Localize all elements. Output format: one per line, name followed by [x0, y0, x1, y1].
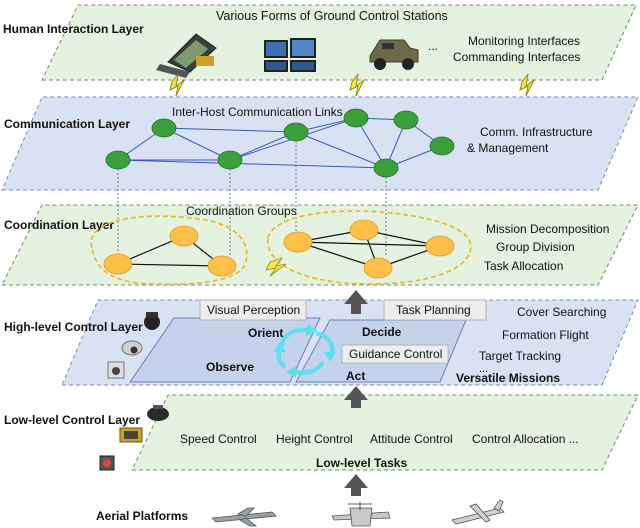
- missions-ellipsis: ...: [479, 363, 488, 375]
- comm-node: [373, 158, 399, 178]
- act-label: Act: [346, 369, 365, 383]
- task-allocation-label: Task Allocation: [484, 259, 563, 273]
- coordination-groups-label: Coordination Groups: [186, 204, 297, 218]
- formation-flight-label: Formation Flight: [502, 328, 589, 342]
- fixed-wing-uav-icon: [211, 507, 277, 527]
- coord-node: [103, 253, 133, 275]
- coord-node: [349, 219, 379, 241]
- guidance-control-label: Guidance Control: [349, 347, 442, 361]
- comm-node: [283, 122, 309, 142]
- camera-sensor-icon: [144, 312, 160, 330]
- target-tracking-label: Target Tracking: [479, 349, 561, 363]
- coord-node: [283, 231, 313, 253]
- lightning-icon: [349, 73, 365, 97]
- monitoring-interfaces-label: Monitoring Interfaces: [468, 34, 580, 48]
- dome-camera-icon: [121, 340, 143, 356]
- guidance-control-box: [341, 344, 449, 364]
- servo-motor-icon: [99, 455, 115, 471]
- decide-label: Decide: [362, 325, 402, 339]
- small-plane-uav-icon: [451, 499, 505, 525]
- ooda-left-panel: [129, 317, 321, 383]
- gimbal-camera-icon: [107, 361, 125, 379]
- human-ellipsis: ...: [428, 39, 438, 53]
- coord-node: [169, 225, 199, 247]
- lightning-icon: [519, 73, 535, 97]
- low-level-task: Attitude Control: [370, 432, 453, 446]
- military-vehicle-icon: [369, 39, 419, 70]
- low-level-tasks-label: Low-level Tasks: [316, 456, 407, 470]
- cover-searching-label: Cover Searching: [517, 305, 606, 319]
- multi-monitor-console-icon: [264, 38, 316, 72]
- imu-sensor-icon: [147, 405, 169, 421]
- lightning-icon: [169, 73, 185, 97]
- comm-node: [393, 110, 419, 130]
- coordination-layer-title: Coordination Layer: [4, 218, 114, 232]
- group-division-label: Group Division: [496, 240, 575, 254]
- commanding-interfaces-label: Commanding Interfaces: [453, 50, 580, 64]
- low-level-layer-title: Low-level Control Layer: [4, 413, 140, 427]
- versatile-missions-label: Versatile Missions: [456, 371, 560, 385]
- lightning-icon: [265, 257, 287, 277]
- vtol-uav-icon: [331, 502, 391, 527]
- low-level-task: Speed Control: [180, 432, 257, 446]
- communication-nodes: [105, 108, 455, 178]
- ground-station-laptop-icon: [156, 33, 217, 78]
- low-level-task: Height Control: [276, 432, 353, 446]
- high-level-layer-title: High-level Control Layer: [4, 320, 143, 334]
- communication-links-label: Inter-Host Communication Links: [172, 105, 343, 119]
- visual-perception-label: Visual Perception: [207, 303, 300, 317]
- coord-node: [363, 257, 393, 279]
- comm-infrastructure-label: Comm. Infrastructure: [480, 125, 593, 139]
- upward-arrow-icon: [344, 290, 368, 496]
- ooda-cycle-arrowheads: [274, 324, 336, 378]
- low-level-task: Control Allocation ...: [472, 432, 579, 446]
- flight-controller-icon: [119, 427, 143, 443]
- comm-node: [343, 108, 369, 128]
- human-layer-title: Human Interaction Layer: [3, 22, 144, 36]
- coordination-group-boundary: [267, 210, 472, 285]
- comm-management-label: & Management: [467, 141, 549, 155]
- comm-node: [429, 136, 455, 156]
- aerial-platforms-title: Aerial Platforms: [96, 509, 188, 523]
- task-planning-box: [383, 299, 487, 321]
- visual-perception-box: [199, 299, 307, 321]
- task-planning-label: Task Planning: [396, 303, 471, 317]
- communication-layer-title: Communication Layer: [4, 117, 130, 131]
- comm-node: [151, 118, 177, 138]
- coordination-group-boundary: [90, 215, 248, 286]
- coord-node: [207, 255, 237, 277]
- comm-node: [217, 150, 243, 170]
- coord-node: [425, 235, 455, 257]
- coordination-nodes: [103, 219, 455, 279]
- ground-stations-label: Various Forms of Ground Control Stations: [216, 9, 448, 23]
- mission-decomposition-label: Mission Decomposition: [486, 222, 609, 236]
- observe-label: Observe: [206, 360, 254, 374]
- comm-node: [105, 150, 131, 170]
- orient-label: Orient: [248, 326, 283, 340]
